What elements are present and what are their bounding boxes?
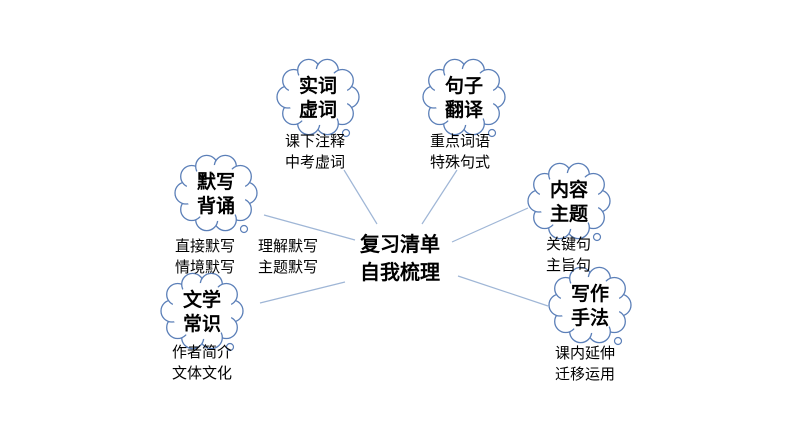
detail-text: 情境默写 [175,258,236,276]
node-wenxue-details: 作者简介 文体文化 [172,342,232,384]
detail-text: 文体文化 [172,364,233,382]
node-xiezuo-line2: 手法 [570,307,609,329]
node-juzi-details: 重点词语 特殊句式 [430,131,490,173]
connector-neirong [451,207,529,243]
node-juzi-label: 句子 翻译 [436,74,492,122]
connector-juzi [421,169,458,225]
node-shici-line2: 虚词 [298,99,337,121]
node-moxie-details: 直接默写 情境默写 [175,236,235,278]
detail-text: 课下注释 [285,132,346,150]
node-wenxue-line1: 文学 [182,289,221,311]
connector-xiezuo [457,275,549,307]
node-moxie-line1: 默写 [196,171,235,193]
connector-moxie [263,214,356,241]
detail-text: 关键句 [546,235,592,253]
node-neirong-details: 关键句 主旨句 [546,234,591,276]
cloud-moxie [174,154,258,234]
cloud-neirong [527,162,611,242]
cloud-wenxue [160,272,244,352]
node-xiezuo-details: 课内延伸 迁移运用 [555,343,615,385]
node-juzi-line1: 句子 [444,75,483,97]
node-moxie-details2: 理解默写 主题默写 [258,236,318,278]
node-moxie-label: 默写 背诵 [188,170,244,218]
connector-wenxue [259,281,346,304]
center-title: 复习清单 自我梳理 [350,230,450,286]
detail-text: 特殊句式 [430,153,491,171]
detail-text: 迁移运用 [555,365,616,383]
node-shici-label: 实词 虚词 [290,74,346,122]
node-neirong-label: 内容 主题 [541,178,597,226]
node-xiezuo-line1: 写作 [570,283,609,305]
node-moxie-line2: 背诵 [196,195,235,217]
detail-text: 作者简介 [172,343,233,361]
detail-text: 中考虚词 [285,153,346,171]
detail-text: 理解默写 [258,237,319,255]
node-shici-details: 课下注释 中考虚词 [285,131,345,173]
center-line1: 复习清单 [360,232,440,256]
cloud-shici [276,58,360,138]
center-line2: 自我梳理 [360,260,440,284]
detail-text: 课内延伸 [555,344,616,362]
detail-text: 重点词语 [430,132,491,150]
detail-text: 直接默写 [175,237,236,255]
detail-text: 主题默写 [258,258,319,276]
cloud-xiezuo [548,266,632,346]
node-neirong-line2: 主题 [549,203,588,225]
detail-text: 主旨句 [546,256,592,274]
cloud-juzi [422,58,506,138]
connector-shici [343,169,378,225]
node-shici-line1: 实词 [298,75,337,97]
node-juzi-line2: 翻译 [444,99,483,121]
node-wenxue-label: 文学 常识 [174,288,230,336]
node-xiezuo-label: 写作 手法 [562,282,618,330]
node-neirong-line1: 内容 [549,179,588,201]
node-wenxue-line2: 常识 [182,313,221,335]
